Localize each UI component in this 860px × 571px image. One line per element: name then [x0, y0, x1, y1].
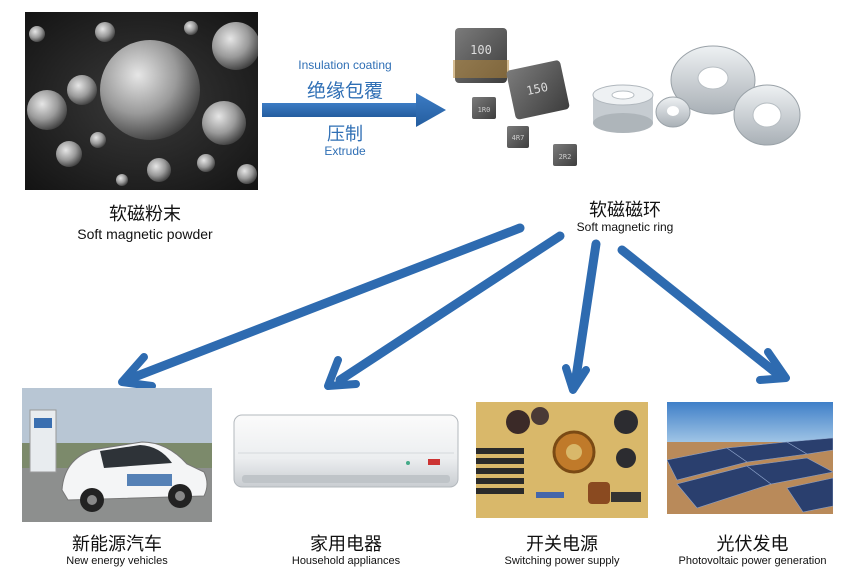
appliances-label-cn: 家用电器: [310, 534, 382, 555]
vehicles-label-cn: 新能源汽车: [72, 534, 162, 555]
extrude-label-en: Extrude: [324, 144, 366, 158]
arrowhead-power-supply: [562, 364, 590, 394]
vehicles-label-en: New energy vehicles: [66, 555, 168, 567]
svg-text:2R2: 2R2: [559, 153, 572, 161]
extrude-label-cn: 压制: [327, 124, 363, 145]
photovoltaic-label-en: Photovoltaic power generation: [678, 555, 827, 567]
arrowhead-photovoltaic: [756, 348, 790, 384]
arrow-to-vehicles: [127, 223, 525, 383]
inductor-and-ring-products: 100 150 1R0 4R7 2R2: [445, 20, 805, 188]
ring-small: [655, 96, 691, 128]
power-supply-label-en: Switching power supply: [504, 555, 620, 567]
arrowhead-vehicles: [118, 353, 156, 390]
inductor-2r2: 2R2: [553, 144, 577, 166]
ring-large: [670, 45, 756, 115]
circuit-board-photo: [476, 402, 648, 518]
ring-medium: [592, 84, 654, 133]
electric-car-photo: [22, 388, 212, 522]
arrow-to-power-supply: [570, 239, 601, 389]
svg-text:100: 100: [470, 43, 492, 57]
photovoltaic-label-cn: 光伏发电: [716, 534, 789, 555]
arrow-to-photovoltaic: [617, 245, 785, 381]
powder-micrograph: [25, 12, 258, 190]
inductor-1r0: 1R0: [472, 97, 496, 119]
ring-label-cn: 软磁磁环: [589, 200, 661, 221]
ring-right: [733, 84, 801, 146]
arrowhead-appliances: [324, 356, 360, 390]
inductor-150: 150: [506, 60, 570, 120]
inductor-4r7: 4R7: [507, 126, 529, 148]
coating-label-en: Insulation coating: [298, 58, 392, 72]
inductor-100: 100: [453, 28, 509, 83]
process-arrow: [262, 93, 446, 127]
svg-text:1R0: 1R0: [478, 106, 491, 114]
powder-label-en: Soft magnetic powder: [77, 226, 213, 242]
air-conditioner-photo: [232, 413, 460, 493]
svg-text:4R7: 4R7: [512, 134, 525, 142]
powder-label-cn: 软磁粉末: [109, 204, 181, 225]
power-supply-label-cn: 开关电源: [526, 534, 598, 555]
svg-text:150: 150: [525, 80, 549, 98]
coating-label-cn: 绝缘包覆: [306, 80, 383, 102]
appliances-label-en: Household appliances: [291, 555, 401, 567]
solar-panel-photo: [667, 402, 833, 514]
ring-label-en: Soft magnetic ring: [576, 220, 674, 234]
arrow-to-appliances: [335, 231, 565, 385]
